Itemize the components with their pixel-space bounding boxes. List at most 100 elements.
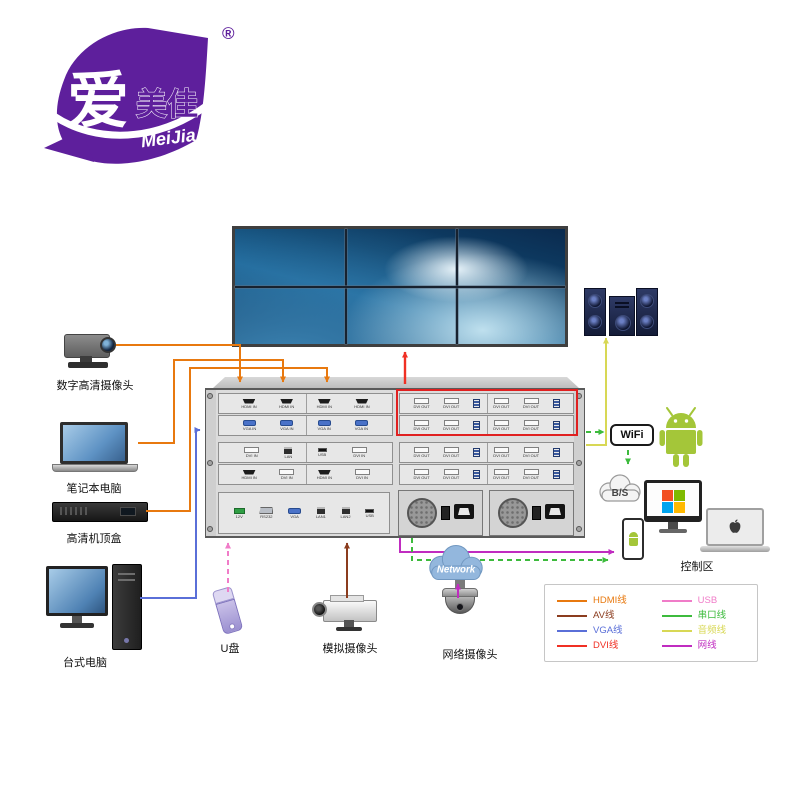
tower-power-light: [124, 638, 129, 643]
settop-display: [120, 507, 136, 516]
registered-mark: ®: [222, 24, 235, 43]
control-area-label: 控制区: [680, 561, 714, 573]
power-switch-icon: [532, 506, 541, 520]
vga-port: VGA IN: [317, 420, 331, 431]
dvi-connector-icon: [443, 447, 459, 453]
legend-item: DVI线: [557, 639, 646, 652]
vga-connector-icon: [288, 507, 302, 514]
chassis-top-face: [213, 377, 579, 388]
speaker-slit: [615, 302, 629, 304]
legend-line-swatch: [661, 614, 692, 617]
power-switch-icon: [441, 506, 450, 520]
settop-label: 高清机顶盒: [66, 533, 122, 545]
apple-logo-icon: [729, 519, 741, 533]
legend-item: AV线: [557, 609, 646, 622]
desktop-monitor-icon: [46, 566, 108, 616]
dvi-connector-icon: [493, 398, 509, 404]
dvi-connector-icon: [493, 469, 509, 475]
hdmi-port: HDMI IN: [316, 398, 332, 409]
logo-swoosh: [50, 102, 210, 139]
bs-cloud-label: B/S: [612, 488, 629, 499]
usb-drive-icon: [211, 586, 244, 638]
monitor-base: [659, 529, 687, 533]
legend-item: 串口线: [661, 609, 745, 622]
port-label: VGA IN: [354, 426, 369, 431]
legend-line-swatch: [661, 644, 692, 647]
wifi-badge: WiFi: [610, 424, 654, 446]
rj45-connector-icon: [316, 507, 325, 514]
analog-camera-lens-icon: [312, 602, 327, 617]
screw-icon: [576, 526, 582, 532]
windows-logo-icon: [662, 490, 685, 513]
network-cloud-label: Network: [437, 565, 476, 576]
legend-item: USB: [661, 594, 745, 607]
dvi-port: DVI OUT: [493, 398, 509, 409]
port-label: DVI OUT: [522, 426, 540, 431]
screw-icon: [207, 526, 213, 532]
vga-port: VGA: [288, 507, 302, 519]
desktop-base: [60, 623, 94, 628]
usb-body: [215, 598, 244, 635]
speaker-left-icon: [584, 288, 606, 336]
desktop-tower-icon: [112, 564, 142, 650]
usb-port: USB: [317, 448, 327, 457]
dvi-port: DVI IN: [354, 469, 370, 480]
port-label: USB: [317, 452, 327, 457]
dvi-port: DVI OUT: [493, 469, 509, 480]
dvi-connector-icon: [443, 420, 459, 426]
device-settop-box: [52, 502, 148, 524]
apple-laptop-base: [700, 546, 770, 552]
settop-vents: [60, 507, 90, 515]
dvi-port: DVI IN: [279, 469, 295, 480]
windows-square: [674, 490, 685, 501]
speaker-driver-icon: [588, 315, 602, 329]
screw-icon: [207, 460, 213, 466]
legend-item: VGA线: [557, 624, 646, 637]
dvi-port: DVI OUT: [523, 420, 539, 431]
dvi-connector-icon: [443, 398, 459, 404]
speaker-system: [584, 284, 658, 336]
dip-switch-icon: [552, 399, 560, 408]
port-label: DVI OUT: [443, 426, 460, 431]
dip-switch-icon: [472, 399, 480, 408]
desktop-label: 台式电脑: [63, 657, 107, 669]
legend-line-swatch: [557, 614, 587, 617]
port-label: DVI OUT: [443, 453, 460, 458]
logo-char: 爱: [67, 67, 129, 136]
control-monitor: [644, 480, 702, 534]
dvi-connector-icon: [414, 420, 430, 426]
hdmi-connector-icon: [317, 398, 331, 404]
port-label: DVI OUT: [522, 404, 540, 409]
analog-camera-base: [336, 627, 362, 631]
dvi-port: DVI IN: [244, 447, 260, 458]
port-label: VGA IN: [242, 426, 257, 431]
hdmi-port: HDMI IN: [241, 398, 257, 409]
phoenix-connector-icon: [233, 507, 245, 514]
port-label: DVI OUT: [443, 404, 460, 409]
rj45-port: LAN2: [341, 507, 351, 519]
port-label: DVI IN: [280, 475, 293, 480]
port-label: HDMI IN: [316, 403, 332, 409]
screw-icon: [207, 393, 213, 399]
usb-connector-icon: [365, 508, 375, 513]
port-label: HDMI IN: [241, 474, 257, 480]
port-label: VGA IN: [317, 426, 331, 431]
dvi-port: DVI OUT: [523, 469, 539, 480]
brand-logo: 爱 美佳 MeiJia ®: [36, 18, 248, 190]
rj45-port: LAN1: [316, 507, 326, 519]
legend-label: USB: [697, 594, 718, 606]
video-wall: [232, 226, 568, 347]
legend-label: DVI线: [593, 639, 619, 651]
legend-line-swatch: [557, 599, 587, 602]
windows-square: [662, 490, 673, 501]
port-label: HDMI IN: [241, 403, 257, 409]
analog-camera-top: [330, 595, 364, 602]
analog-camera-body-icon: [323, 600, 377, 622]
hdmi-port: HDMI IN: [354, 398, 370, 409]
port-label: LAN1: [315, 514, 326, 519]
dvi-connector-icon: [523, 420, 539, 426]
